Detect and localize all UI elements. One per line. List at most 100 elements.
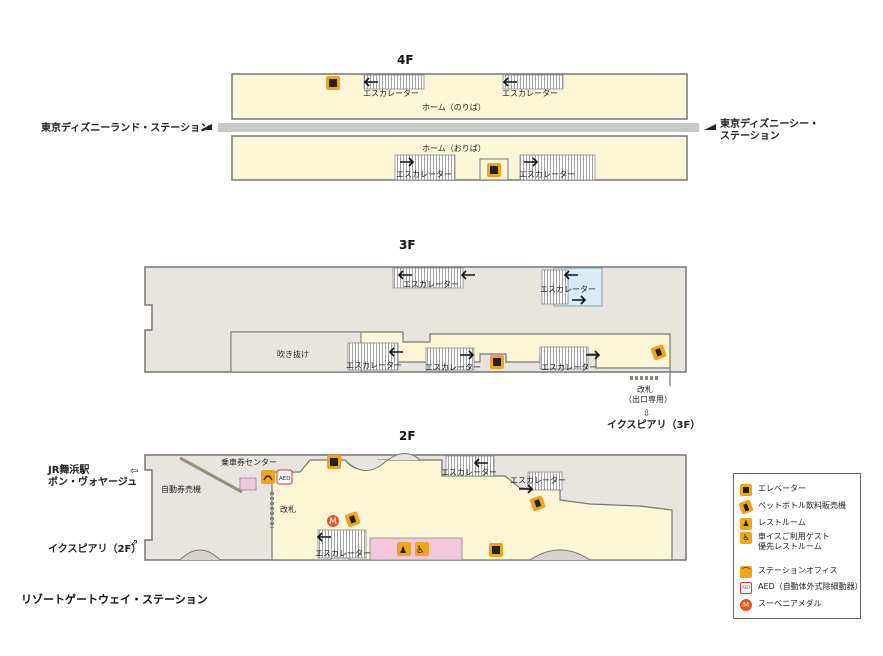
arrow-right-icon [400,157,415,167]
souvenir-medal-icon: M [740,599,752,611]
escalator-label: エスカレーター [541,363,597,372]
escalator-label: エスカレーター [346,361,402,370]
elevator-icon [487,163,501,177]
floor-2f-label: 2F [399,429,416,443]
legend-label: ペットボトル飲料販売機 [758,501,846,510]
escalator-label: エスカレーター [519,170,575,179]
map-legend: エレベーター ペットボトル飲料販売機 ♟ レストルーム ♿ 車イスご利用ゲスト … [733,473,863,619]
escalator-3f-3 [347,342,399,371]
exit-jr-label-2: ボン・ヴォヤージュ [48,475,137,488]
escalator-3f-5 [539,346,589,370]
wheelchair-icon: ♿ [415,542,429,556]
vending-icon [738,499,754,515]
escalator-2f-3 [317,529,367,559]
gate-exit-only-label: （出口専用） [624,394,672,404]
floor-2f [144,453,687,561]
arrow-left-icon [460,270,475,280]
escalator-label: エスカレーター [540,285,596,294]
arrow-left-icon [473,458,488,468]
svg-text:AED: AED [279,476,290,482]
exit-arrow-icon: ⇦ [130,466,138,477]
elevator-icon [740,484,752,496]
escalator-label: エスカレーター [315,549,371,558]
platform-alighting-label: ホーム（おりば） [422,144,486,153]
legend-item: エレベーター [740,484,806,496]
exit-arrow-icon: ⇗ [130,538,138,549]
legend-label: エレベーター [758,484,806,493]
direction-right-icon [704,124,716,130]
arrow-left-icon [363,77,378,87]
vending-icon [344,511,361,528]
arrow-down-icon: ⇩ [643,409,651,419]
exit-jr-label-1: JR舞浜駅 [47,463,90,476]
track [218,123,699,132]
station-office-icon [261,470,275,484]
restroom-icon: ♟ [740,518,752,530]
destination-left-label: 東京ディズニーランド・ステーション [41,121,210,134]
arrow-left-icon [316,532,331,542]
elevator-icon [327,455,341,469]
legend-item: ♟ レストルーム [740,518,806,530]
ticket-center-label: 乗車券センター [221,457,277,467]
aed-icon: AED [276,469,293,485]
arrow-right-icon [572,295,587,305]
legend-item: ♿ 車イスご利用ゲスト 優先レストルーム [740,532,830,552]
escalator-label: エスカレーター [510,476,566,485]
escalator-label: エスカレーター [396,170,452,179]
legend-label: レストルーム [758,518,806,527]
platform-boarding-label: ホーム（のりば） [422,103,486,112]
arrow-left-icon [388,347,403,357]
vending-icon [650,344,667,361]
arrow-right-icon [586,350,601,360]
escalator-label: エスカレーター [363,89,419,98]
arrow-right-icon [460,350,475,360]
escalator-3f-4 [425,347,475,371]
legend-item: ⌒ ステーションオフィス [740,566,838,578]
floor-3f-label: 3F [399,238,416,252]
arrow-left-icon [397,270,412,280]
souvenir-medal-icon [327,515,339,527]
legend-item: M スーベニアメダル [740,599,822,611]
elevator-icon [490,355,504,369]
escalator-label: エスカレーター [502,89,558,98]
aed-icon: AED [740,582,752,594]
direction-left-icon [200,124,212,130]
atrium-label: 吹き抜け [277,349,309,359]
legend-label: 車イスご利用ゲスト 優先レストルーム [758,532,830,551]
floor-3f [144,266,687,386]
arrow-right-icon [524,157,539,167]
legend-item: AED AED（自動体外式除細動器） [740,582,863,594]
destination-right-label-1: 東京ディズニーシー・ [720,117,819,130]
legend-label: ステーションオフィス [758,566,838,575]
svg-text:♿: ♿ [416,545,425,556]
svg-text:♟: ♟ [399,546,407,556]
gate-label: 改札 [637,384,653,394]
station-name-caption: リゾートゲートウェイ・ステーション [21,593,208,606]
floor-4f-label: 4F [397,53,414,67]
station-office-icon: ⌒ [740,566,752,578]
arrow-left-icon [502,77,517,87]
vending-icon [529,495,546,512]
escalator-label: エスカレーター [425,363,481,372]
escalator-3f-2 [541,269,569,305]
arrow-right-icon [519,484,534,494]
escalator-4f-3 [394,154,456,181]
legend-item: ペットボトル飲料販売機 [738,499,846,515]
floor-4f [218,73,699,181]
legend-label: AED（自動体外式除細動器） [758,582,863,591]
exit-ikspiari-3f-label: イクスピアリ（3F） [607,418,700,431]
escalator-3f-1 [392,267,464,289]
escalator-4f-4 [519,154,596,181]
escalator-2f-1 [445,455,495,477]
wheelchair-icon: ♿ [740,532,752,544]
escalator-label: エスカレーター [441,468,497,477]
elevator-icon [489,543,503,557]
restroom-icon: ♟ [397,542,411,556]
elevator-icon [326,76,340,90]
escalator-2f-2 [527,471,563,491]
legend-label: スーベニアメダル [758,599,822,608]
arrow-left-icon [563,270,578,280]
escalator-label: エスカレーター [403,280,459,289]
ticket-machine-label: 自動券売機 [161,484,201,494]
